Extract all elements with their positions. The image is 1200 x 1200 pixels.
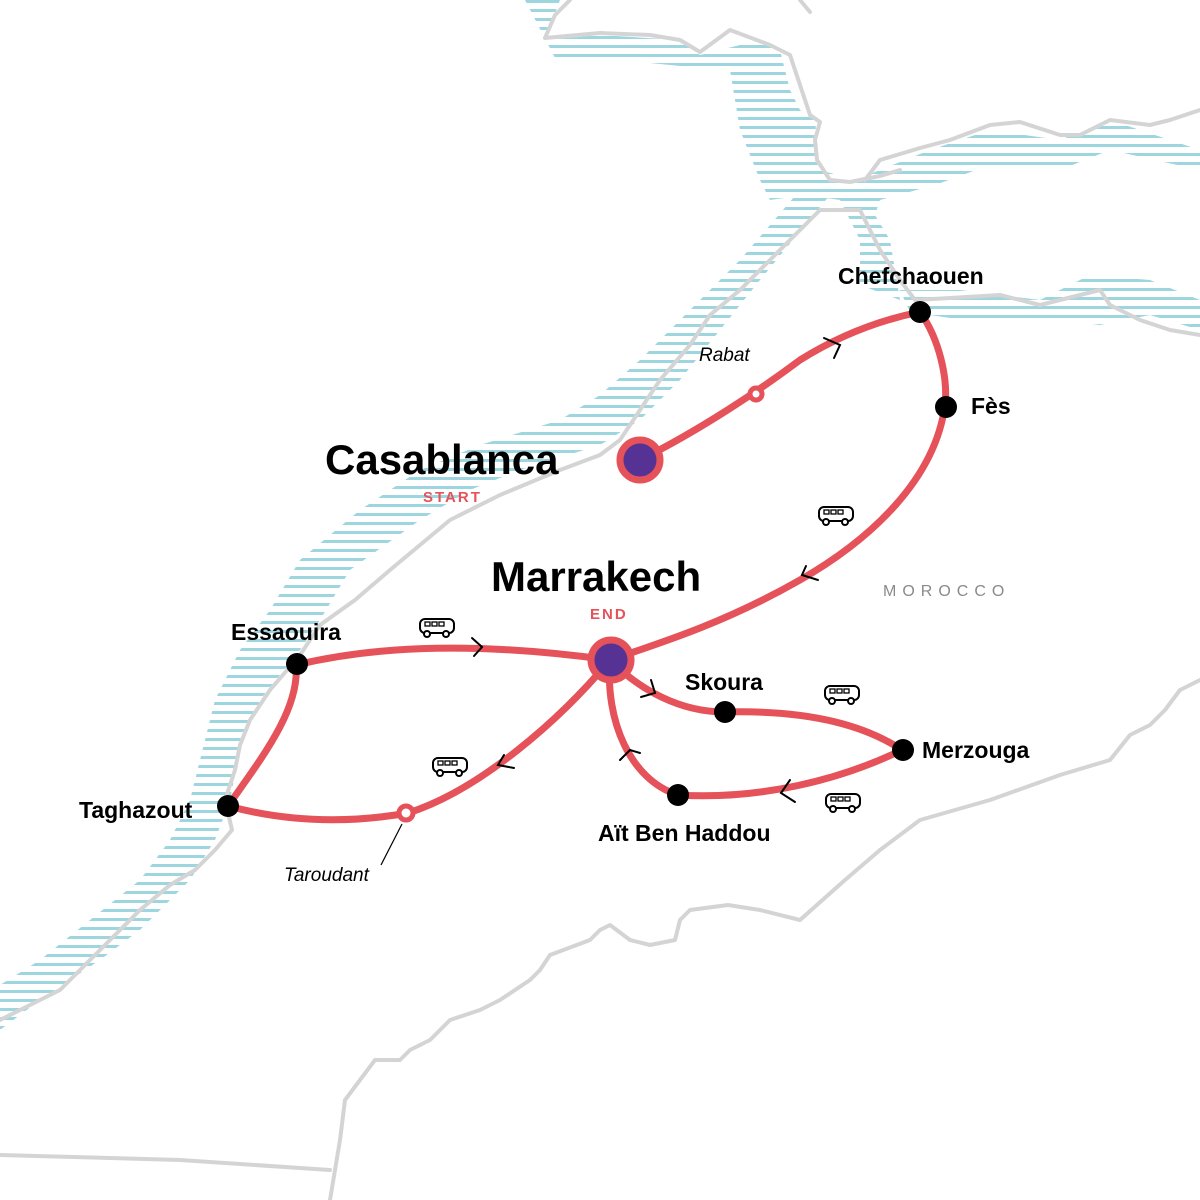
bus-icon	[824, 685, 860, 705]
city-label-skoura: Skoura	[685, 669, 763, 695]
bus-icon	[818, 506, 854, 526]
route-taghazout-essaouira-marrakech	[224, 644, 614, 810]
end-marker-marrakech	[587, 636, 635, 684]
stop-dot-fes	[935, 396, 957, 418]
city-label-essaouira: Essaouira	[231, 619, 341, 645]
stop-dot-skoura	[714, 701, 736, 723]
route-casablanca-chefchaouen	[636, 308, 924, 464]
taroudant-leader-line	[380, 823, 403, 866]
city-label-casablanca: Casablanca	[325, 436, 559, 483]
waypoint-markers	[396, 385, 765, 823]
stop-markers	[217, 301, 957, 817]
bus-icons	[419, 506, 861, 813]
chevron-right-icon	[471, 637, 484, 657]
chevron-left-icon	[619, 748, 641, 761]
bus-icon	[419, 618, 455, 638]
stop-dot-chefchaouen	[909, 301, 931, 323]
city-label-chefchaouen: Chefchaouen	[838, 263, 984, 289]
city-label-fes: Fès	[971, 393, 1011, 419]
route-chefchaouen-fes-marrakech	[606, 308, 950, 664]
city-label-aitbenhaddou: Aït Ben Haddou	[598, 820, 771, 846]
chevron-right-icon	[823, 337, 842, 359]
bus-icon	[825, 793, 861, 813]
end-tag: END	[590, 606, 628, 623]
stop-dot-taghazout	[217, 795, 239, 817]
endpoint-markers	[587, 436, 664, 684]
direction-arrows	[471, 337, 842, 803]
chevron-left-icon	[779, 779, 796, 803]
stop-dot-merzouga	[892, 739, 914, 761]
water-hatching	[0, 0, 1200, 1030]
chevron-left-icon	[800, 565, 819, 581]
bus-icon	[432, 757, 468, 777]
waypoint-label-taroudant: Taroudant	[284, 865, 369, 886]
city-label-merzouga: Merzouga	[922, 737, 1030, 763]
waypoint-taroudant	[396, 803, 416, 823]
city-label-taghazout: Taghazout	[79, 797, 193, 823]
route-marrakech-taroudant-taghazout	[224, 656, 614, 824]
country-label: MOROCCO	[883, 583, 1011, 600]
city-label-marrakech: Marrakech	[491, 553, 702, 600]
waypoint-rabat	[747, 385, 765, 403]
chevron-left-icon	[496, 754, 515, 769]
start-marker-casablanca	[616, 436, 664, 484]
waypoint-label-rabat: Rabat	[699, 345, 750, 366]
stop-dot-essaouira	[286, 653, 308, 675]
start-tag: START	[423, 489, 482, 506]
chevron-right-icon	[640, 679, 657, 698]
stop-dot-aitbenhaddou	[667, 784, 689, 806]
